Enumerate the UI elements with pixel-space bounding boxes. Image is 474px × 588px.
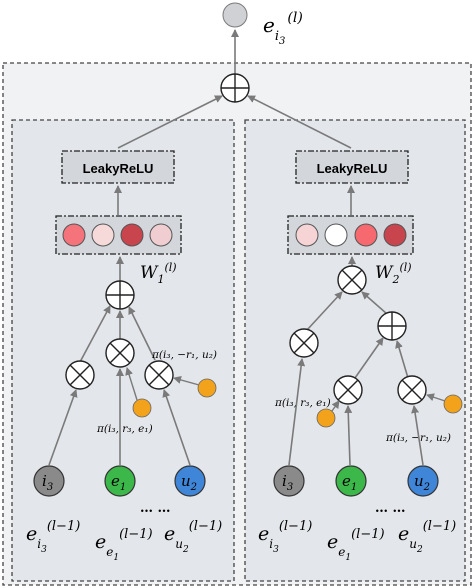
arrow-left-mult3-to-sum — [128, 306, 156, 361]
arrow-right-pi-1 — [331, 400, 340, 412]
right-weight-cell-1 — [295, 223, 319, 247]
arrow-left-i3 — [48, 389, 78, 466]
left-pi-node-lower — [132, 398, 152, 418]
left-mult-node-3 — [144, 360, 174, 390]
left-weight-cell-2 — [91, 223, 115, 247]
arrow-left-u2 — [162, 389, 191, 466]
arrow-right-u2 — [411, 405, 424, 466]
left-activation-box: LeakyReLU — [61, 150, 175, 184]
right-ellipsis: … … — [375, 501, 406, 516]
arrow-right-e1 — [344, 405, 353, 466]
right-input-node-u2: u2 — [407, 465, 439, 497]
left-input-node-u2: u2 — [174, 465, 206, 497]
svg-text:e1: e1 — [342, 472, 357, 493]
right-embedding-e1: ee1(l−1) — [327, 527, 385, 563]
final-sum-node — [220, 73, 250, 103]
right-weight-label: W2(l) — [375, 261, 412, 286]
left-embedding-u2: eu2(l−1) — [164, 519, 222, 555]
left-weight-cell-1 — [62, 223, 86, 247]
right-weight-cell-4 — [383, 223, 407, 247]
right-input-node-e1: e1 — [335, 465, 367, 497]
left-input-node-e1: e1 — [104, 465, 136, 497]
right-pi-node-2 — [443, 394, 463, 414]
left-mult-node-2 — [105, 338, 135, 368]
arrow-left-pi-lower — [125, 367, 138, 401]
right-mult-node-b — [333, 375, 363, 405]
right-activation-box: LeakyReLU — [295, 150, 409, 184]
left-ellipsis: … … — [140, 501, 171, 516]
left-embedding-e1: ee1(l−1) — [95, 527, 153, 563]
right-weight-cell-3 — [354, 223, 378, 247]
svg-text:LeakyReLU: LeakyReLU — [317, 161, 388, 176]
right-pi-node-1 — [316, 408, 336, 428]
right-mult-node-a — [289, 328, 319, 358]
svg-text:i3: i3 — [282, 472, 293, 493]
right-embedding-u2: eu2(l−1) — [398, 519, 456, 555]
arrow-right-sum-to-top — [361, 291, 388, 315]
arrow-left-pi-upper — [173, 376, 200, 386]
arrow-right-pi-2 — [426, 393, 446, 402]
output-embedding-label: ei3(l) — [263, 10, 303, 47]
right-pi-label-2: π(i₃, −r₁, u₂) — [385, 432, 451, 444]
left-weight-label: W1(l) — [140, 261, 177, 286]
arrow-right-mult-a-to-top — [306, 291, 343, 331]
output-node — [222, 2, 248, 28]
right-pi-label-1: π(i₃, r₃, e₁) — [274, 397, 331, 409]
right-weight-vector — [287, 215, 414, 255]
right-mult-node-c — [397, 375, 427, 405]
svg-text:i3: i3 — [42, 472, 53, 493]
arrow-left-mult1-to-sum — [79, 305, 111, 363]
left-pi-node-upper — [197, 378, 217, 398]
svg-text:e1: e1 — [111, 472, 126, 493]
arrow-right-to-sum — [247, 95, 352, 149]
left-sum-node — [105, 280, 135, 310]
left-weight-vector — [55, 215, 182, 255]
left-mult-node-1 — [65, 360, 95, 390]
left-weight-cell-3 — [120, 223, 144, 247]
left-weight-cell-4 — [149, 223, 173, 247]
right-input-node-i3: i3 — [273, 465, 305, 497]
arrow-right-i3 — [288, 358, 306, 466]
svg-text:LeakyReLU: LeakyReLU — [83, 161, 154, 176]
left-pi-label-upper: π(i₃, −r₁, u₂) — [151, 349, 217, 361]
left-input-node-i3: i3 — [33, 465, 65, 497]
right-top-mult-node — [337, 265, 367, 295]
left-pi-label-lower: π(i₃, r₃, e₁) — [96, 423, 153, 435]
arrow-right-mult-b-to-sum — [354, 337, 384, 379]
right-panel — [244, 119, 466, 582]
left-embedding-i3: ei3(l−1) — [26, 519, 80, 555]
right-embedding-i3: ei3(l−1) — [258, 519, 312, 555]
svg-text:u2: u2 — [414, 472, 430, 493]
svg-text:u2: u2 — [181, 472, 197, 493]
right-sum-node — [377, 311, 407, 341]
arrow-right-mult-c-to-sum — [395, 340, 409, 379]
right-weight-cell-2 — [324, 223, 348, 247]
arrow-left-to-sum — [117, 95, 223, 149]
